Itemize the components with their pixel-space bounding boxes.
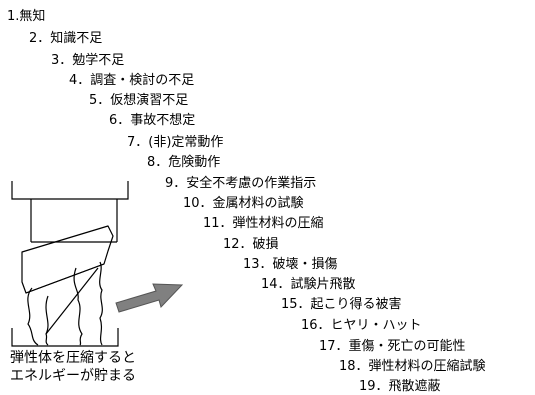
upper-platen — [11, 181, 129, 243]
list-item-3: 3．勉学不足 — [51, 53, 125, 68]
list-item-13: 13．破壊・損傷 — [243, 257, 338, 272]
list-item-14: 14．試験片飛散 — [261, 277, 356, 292]
list-item-12: 12．破損 — [223, 237, 279, 252]
list-item-8: 8．危険動作 — [147, 155, 221, 170]
list-item-2: 2．知識不足 — [29, 31, 103, 46]
list-item-16: 16．ヒヤリ・ハット — [301, 318, 422, 333]
elastic-specimen — [21, 225, 114, 346]
list-item-11: 11．弾性材料の圧縮 — [203, 216, 324, 231]
caption-line-1: 弾性体を圧縮すると — [10, 350, 136, 366]
list-item-7: 7．(非)定常動作 — [127, 135, 224, 150]
arrow-right-icon — [115, 283, 184, 313]
illustration-caption: 弾性体を圧縮すると エネルギーが貯まる — [10, 349, 136, 385]
list-item-5: 5．仮想演習不足 — [89, 93, 189, 108]
list-item-17: 17．重傷・死亡の可能性 — [319, 339, 466, 354]
list-item-10: 10．金属材料の試験 — [183, 196, 304, 211]
lower-base — [11, 328, 119, 347]
list-item-15: 15．起こり得る被害 — [281, 297, 402, 312]
list-item-1: 1.無知 — [7, 9, 46, 24]
caption-line-2: エネルギーが貯まる — [10, 368, 136, 384]
list-item-9: 9．安全不考慮の作業指示 — [165, 176, 317, 191]
list-item-18: 18．弾性材料の圧縮試験 — [339, 359, 486, 374]
list-item-6: 6．事故不想定 — [109, 113, 196, 128]
list-item-19: 19．飛散遮蔽 — [359, 379, 441, 394]
list-item-4: 4．調査・検討の不足 — [69, 73, 195, 88]
